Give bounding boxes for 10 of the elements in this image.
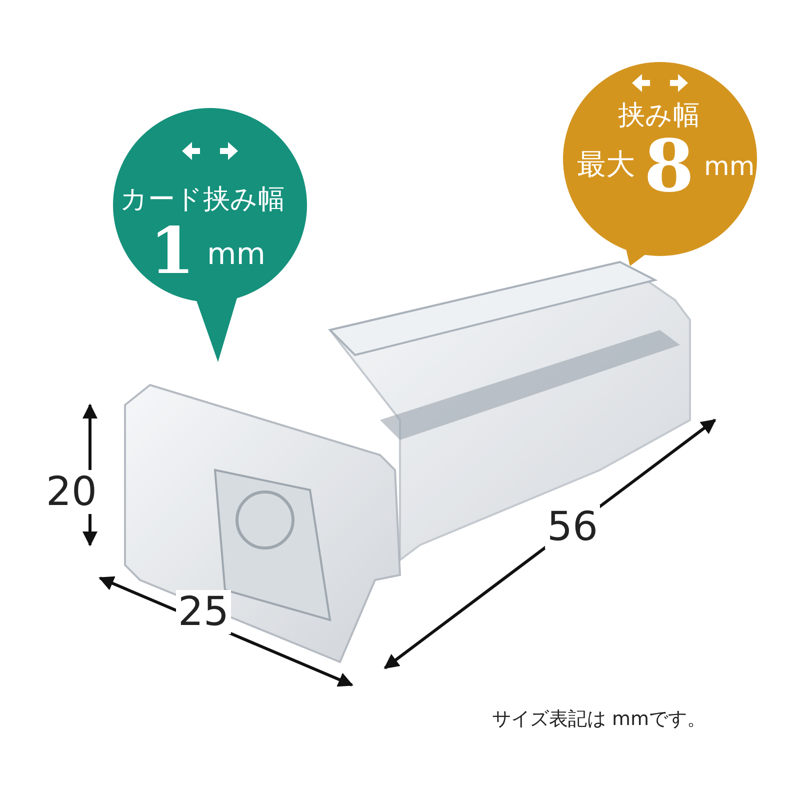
callout-text: 最大 — [577, 150, 635, 179]
dimension-label: 25 — [176, 590, 231, 634]
note-text: サイズ表記は mmです。 — [492, 707, 706, 732]
callout-number: 1 — [150, 220, 195, 284]
callout-text: mm — [704, 154, 755, 180]
callout-title: カード挟み幅 — [120, 186, 285, 213]
callout-text: mm — [207, 240, 266, 270]
callout-title: 挟み幅 — [618, 102, 700, 129]
dimension-label: 56 — [545, 505, 600, 549]
callout-number: 8 — [644, 130, 694, 202]
